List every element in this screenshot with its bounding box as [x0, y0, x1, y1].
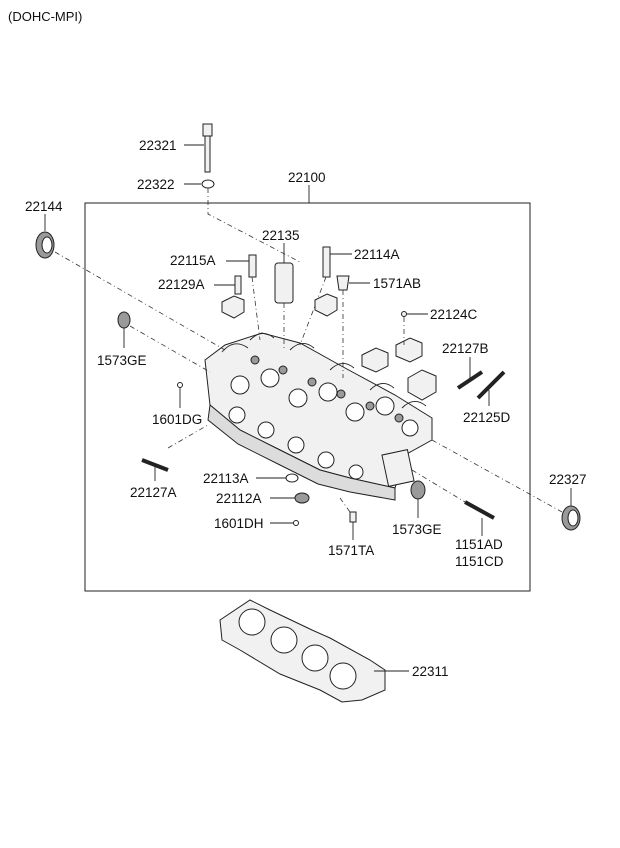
label-1151CD: 1151CD [455, 554, 504, 569]
guide-22327 [431, 439, 563, 513]
part-22327-plug [561, 505, 581, 531]
label-1573GE-right: 1573GE [392, 522, 442, 537]
part-22311-head-gasket [219, 599, 386, 703]
label-22311: 22311 [412, 664, 449, 679]
part-22125D-stud [476, 370, 506, 400]
part-22127A-stud [141, 458, 169, 472]
label-1573GE-left: 1573GE [97, 353, 147, 368]
label-22100: 22100 [288, 170, 326, 185]
label-1601DG: 1601DG [152, 412, 202, 427]
guide-1151AD [411, 469, 466, 503]
assembly-frame [84, 202, 531, 592]
label-1571TA: 1571TA [328, 543, 374, 558]
label-1151AD: 1151AD [455, 537, 503, 552]
label-22129A: 22129A [158, 277, 205, 292]
label-22327: 22327 [549, 472, 587, 487]
part-22114A-stud [322, 246, 331, 278]
label-22114A: 22114A [354, 247, 400, 262]
label-22144: 22144 [25, 199, 63, 214]
label-22124C: 22124C [430, 307, 478, 322]
cylinder-head [204, 332, 433, 501]
guide-22127A [167, 424, 209, 449]
label-1571AB: 1571AB [373, 276, 421, 291]
label-22113A: 22113A [203, 471, 249, 486]
part-22129A-bolt [234, 275, 242, 295]
label-22112A: 22112A [216, 491, 262, 506]
guide-22322 [207, 188, 301, 263]
cam-cap-right-a [361, 347, 389, 373]
part-22322-washer [201, 179, 215, 189]
label-22322: 22322 [137, 177, 175, 192]
part-1601DH-ball [293, 520, 299, 526]
guide-1573GE-left [129, 325, 211, 373]
part-22113A-seal [285, 473, 299, 483]
label-22125D: 22125D [463, 410, 511, 425]
part-1573GE-left-plug [117, 311, 131, 329]
part-22115A-dowel [248, 254, 257, 278]
label-22127A: 22127A [130, 485, 177, 500]
guide-22114A [299, 276, 327, 346]
part-22124C-pin [401, 311, 407, 317]
part-22112A-seal [294, 492, 310, 504]
part-22321-bolt [202, 123, 213, 173]
part-1571TA-pin [349, 511, 357, 523]
part-22135-tube [274, 262, 294, 304]
guide-1571TA [339, 497, 351, 513]
part-1573GE-right-plug [410, 480, 426, 500]
label-22127B: 22127B [442, 341, 489, 356]
engine-variant-label: (DOHC-MPI) [8, 9, 82, 24]
label-1601DH: 1601DH [214, 516, 264, 531]
cam-cap-right-c [407, 369, 437, 401]
cam-cap-right-b [395, 337, 423, 363]
part-22127B-stud [456, 370, 484, 390]
label-22321: 22321 [139, 138, 177, 153]
label-22135: 22135 [262, 228, 300, 243]
guide-22115A [251, 276, 261, 341]
cam-cap-left [221, 295, 245, 319]
part-1601DG-ball [177, 382, 183, 388]
guide-22144 [54, 251, 226, 351]
part-1571AB-cap [336, 275, 350, 291]
part-22144-oil-seal [35, 231, 55, 259]
part-1151AD-stud [464, 500, 495, 520]
cam-cap-mid [314, 293, 338, 317]
label-22115A: 22115A [170, 253, 216, 268]
